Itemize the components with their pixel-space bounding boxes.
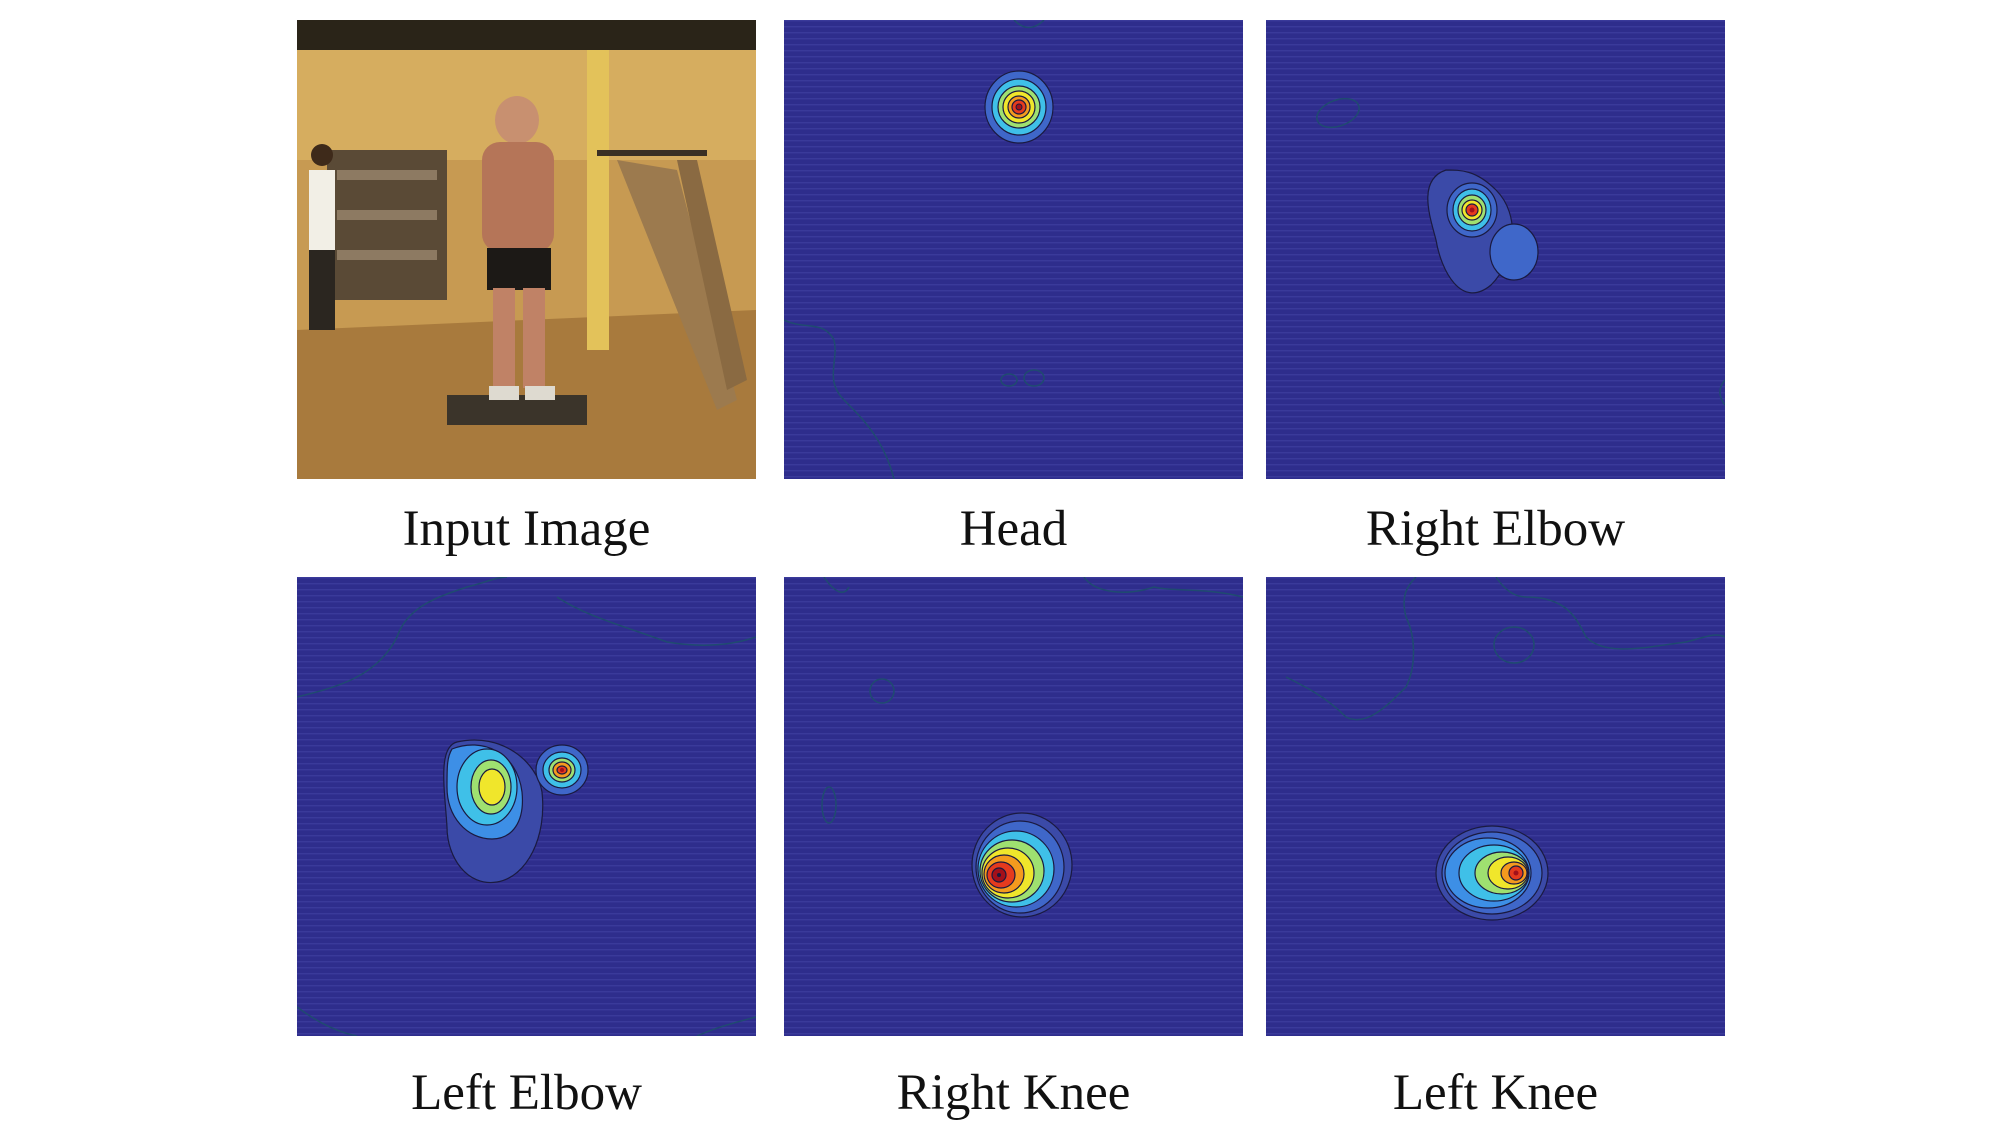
peak-right-knee <box>971 812 1073 918</box>
peak-left-elbow <box>443 739 589 884</box>
heatmap-plot <box>784 20 1243 479</box>
peak-left-knee <box>1435 825 1549 921</box>
right-knee-heatmap <box>784 577 1243 1036</box>
left-knee-heatmap <box>1266 577 1725 1036</box>
right-elbow-heatmap <box>1266 20 1725 479</box>
input-photo <box>297 20 756 479</box>
caption-left-elbow: Left Elbow <box>411 1065 642 1121</box>
left-elbow-heatmap <box>297 577 756 1036</box>
heatmap-plot <box>784 577 1243 1036</box>
peak-right-elbow <box>1427 169 1539 294</box>
heatmap-plot <box>297 577 756 1036</box>
head-heatmap <box>784 20 1243 479</box>
caption-right-knee: Right Knee <box>896 1065 1131 1121</box>
input-image-panel <box>297 20 756 479</box>
caption-left-knee: Left Knee <box>1392 1065 1599 1121</box>
peak-head <box>984 70 1054 144</box>
heatmap-background <box>784 577 1243 1036</box>
caption-head: Head <box>959 501 1068 557</box>
heatmap-plot <box>1266 20 1725 479</box>
caption-right-elbow: Right Elbow <box>1365 501 1626 557</box>
caption-input-image: Input Image <box>402 501 651 557</box>
heatmap-plot <box>1266 577 1725 1036</box>
